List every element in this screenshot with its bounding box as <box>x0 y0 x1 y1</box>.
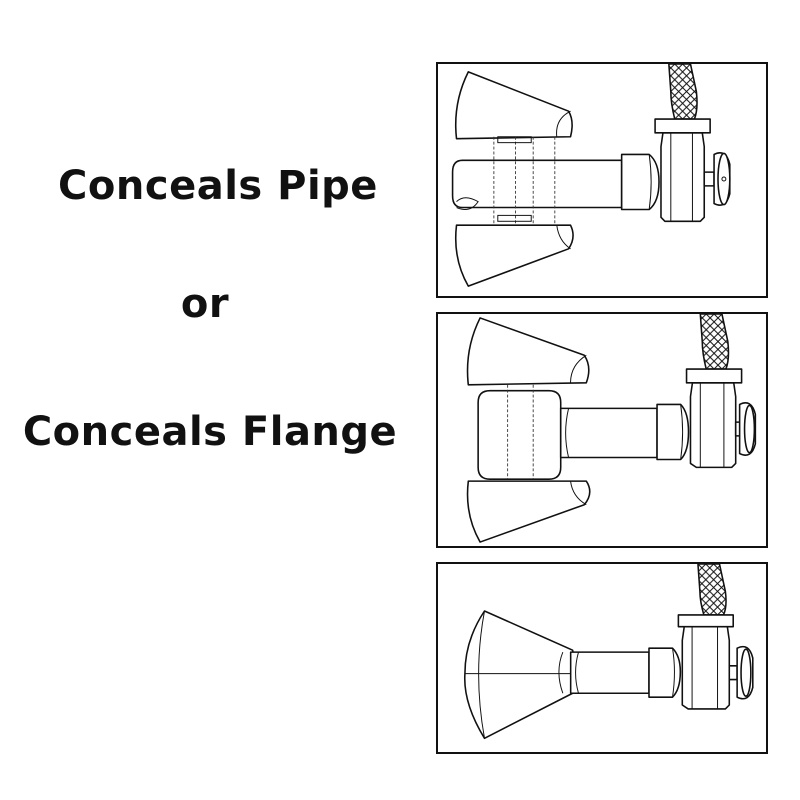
headline-conceals-flange: Conceals Flange <box>22 409 398 455</box>
pipe-icon <box>451 159 623 209</box>
diagram-conceals-pipe <box>451 64 731 287</box>
braided-hose-icon <box>699 314 730 370</box>
pipe-icon <box>559 407 658 459</box>
diagram-panel-conceals-flange <box>436 312 768 548</box>
braided-hose-icon <box>697 564 727 616</box>
escutcheon-icon <box>466 317 590 386</box>
braided-hose-icon <box>668 64 698 120</box>
diagram-conceals-flange <box>466 314 757 543</box>
angle-stop-valve-icon <box>689 382 737 469</box>
angle-stop-valve-icon <box>681 625 731 710</box>
escutcheon-icon <box>454 71 573 140</box>
headline-conceals-pipe: Conceals Pipe <box>58 163 378 209</box>
diagram-assembled <box>463 564 754 740</box>
diagram-panel-assembled <box>436 562 768 754</box>
headline-or: or <box>180 281 230 327</box>
angle-stop-valve-icon <box>660 132 706 223</box>
pipe-icon <box>569 651 650 695</box>
diagram-panel-conceals-pipe <box>436 62 768 298</box>
